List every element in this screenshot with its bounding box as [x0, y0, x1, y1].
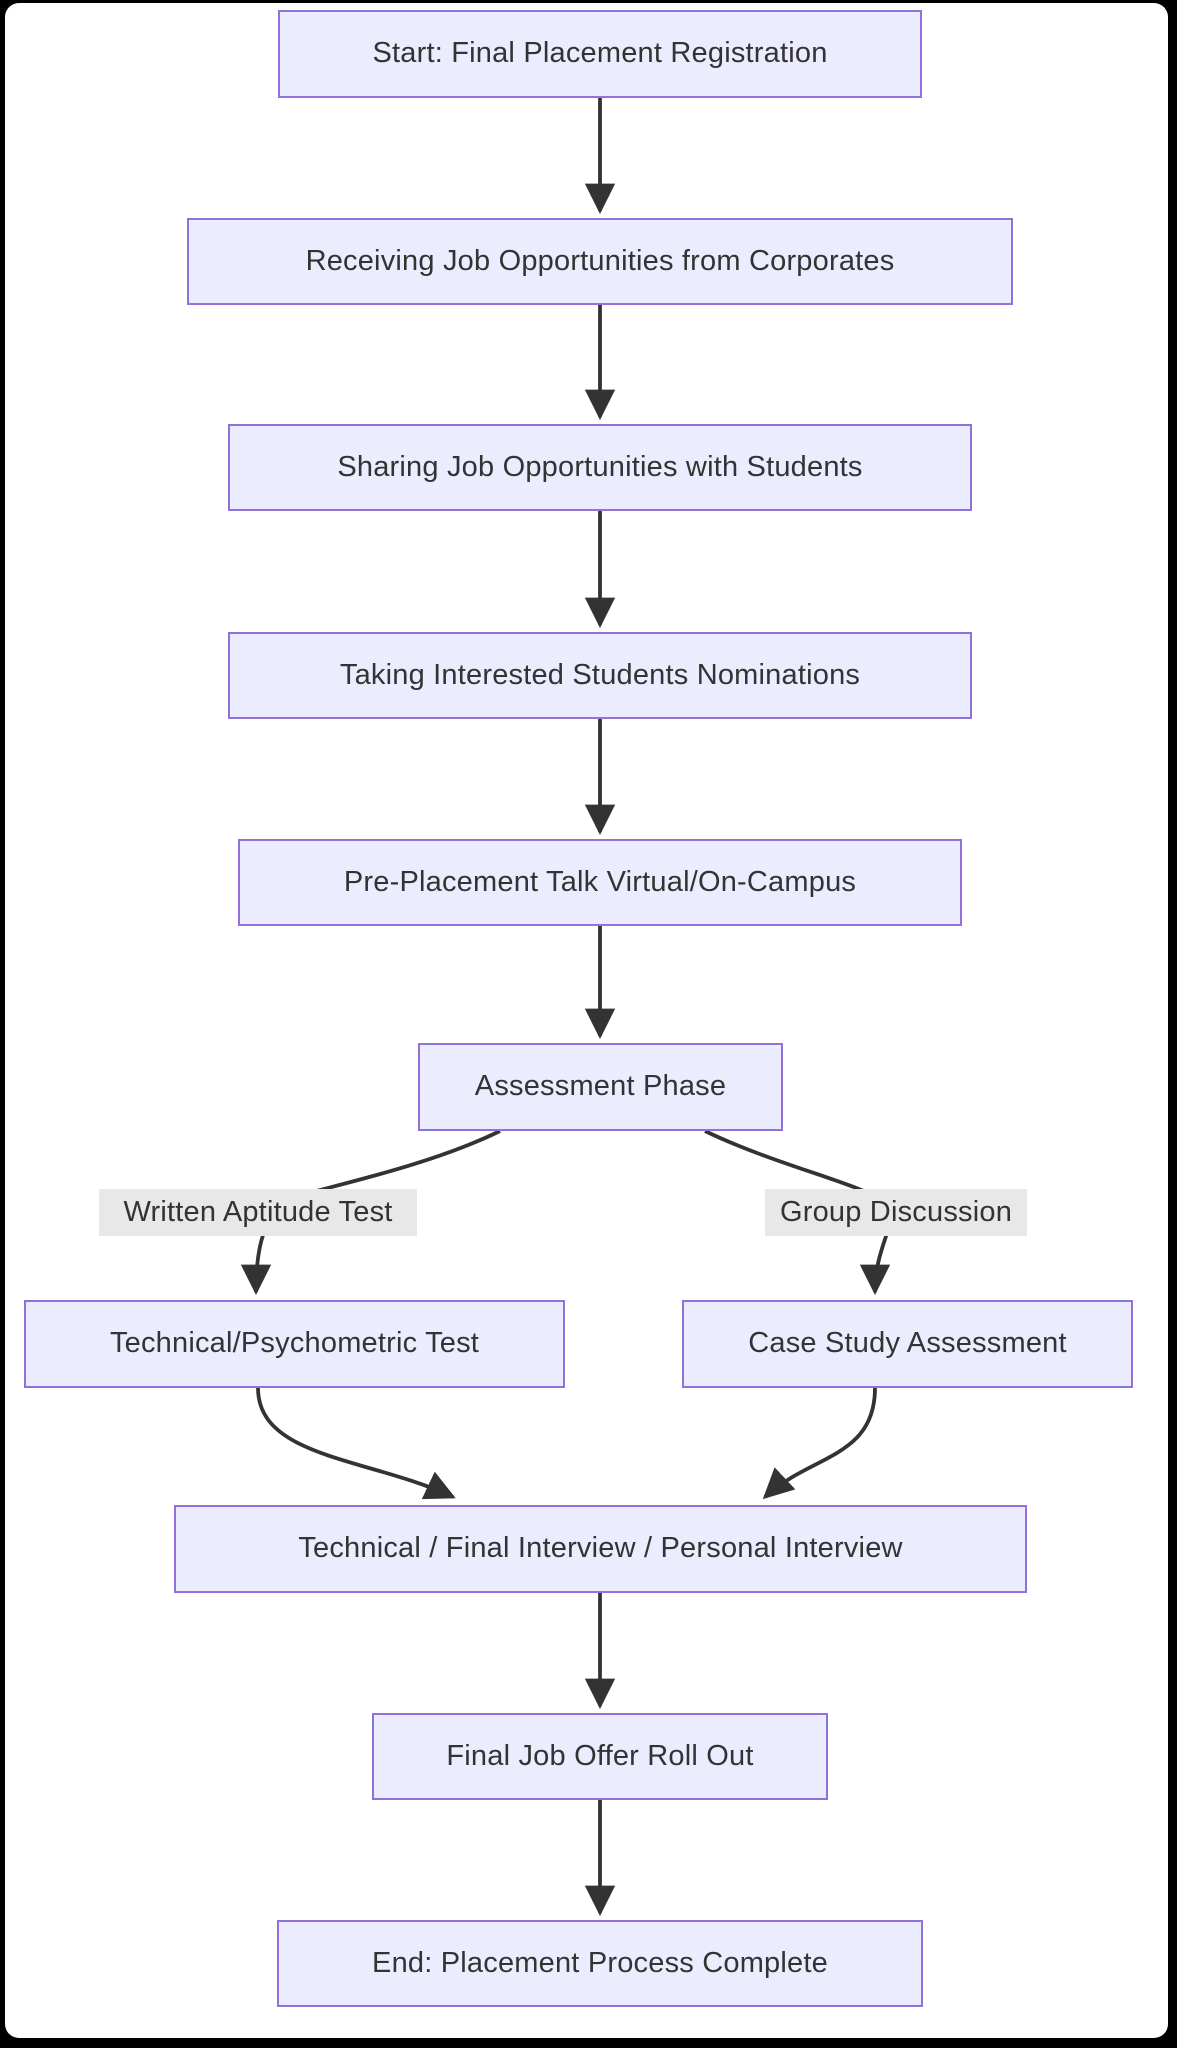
- node-assessment-phase: Assessment Phase: [418, 1043, 783, 1131]
- node-start-final-placement-registration: Start: Final Placement Registration: [278, 10, 922, 98]
- edge-h-i: [762, 1387, 877, 1500]
- edge-label-written-aptitude-test: Written Aptitude Test: [99, 1189, 417, 1236]
- edge-g-i: [256, 1387, 456, 1500]
- node-sharing-job-opportunities: Sharing Job Opportunities with Students: [228, 424, 972, 511]
- node-receiving-job-opportunities: Receiving Job Opportunities from Corpora…: [187, 218, 1013, 305]
- node-final-job-offer: Final Job Offer Roll Out: [372, 1713, 828, 1800]
- node-end-placement-complete: End: Placement Process Complete: [277, 1920, 923, 2007]
- flowchart-canvas: Start: Final Placement Registration Rece…: [5, 3, 1168, 2038]
- edge-label-group-discussion: Group Discussion: [765, 1189, 1027, 1236]
- node-final-interview: Technical / Final Interview / Personal I…: [174, 1505, 1027, 1593]
- node-pre-placement-talk: Pre-Placement Talk Virtual/On-Campus: [238, 839, 962, 926]
- node-taking-student-nominations: Taking Interested Students Nominations: [228, 632, 972, 719]
- node-technical-psychometric-test: Technical/Psychometric Test: [24, 1300, 565, 1388]
- node-case-study-assessment: Case Study Assessment: [682, 1300, 1133, 1388]
